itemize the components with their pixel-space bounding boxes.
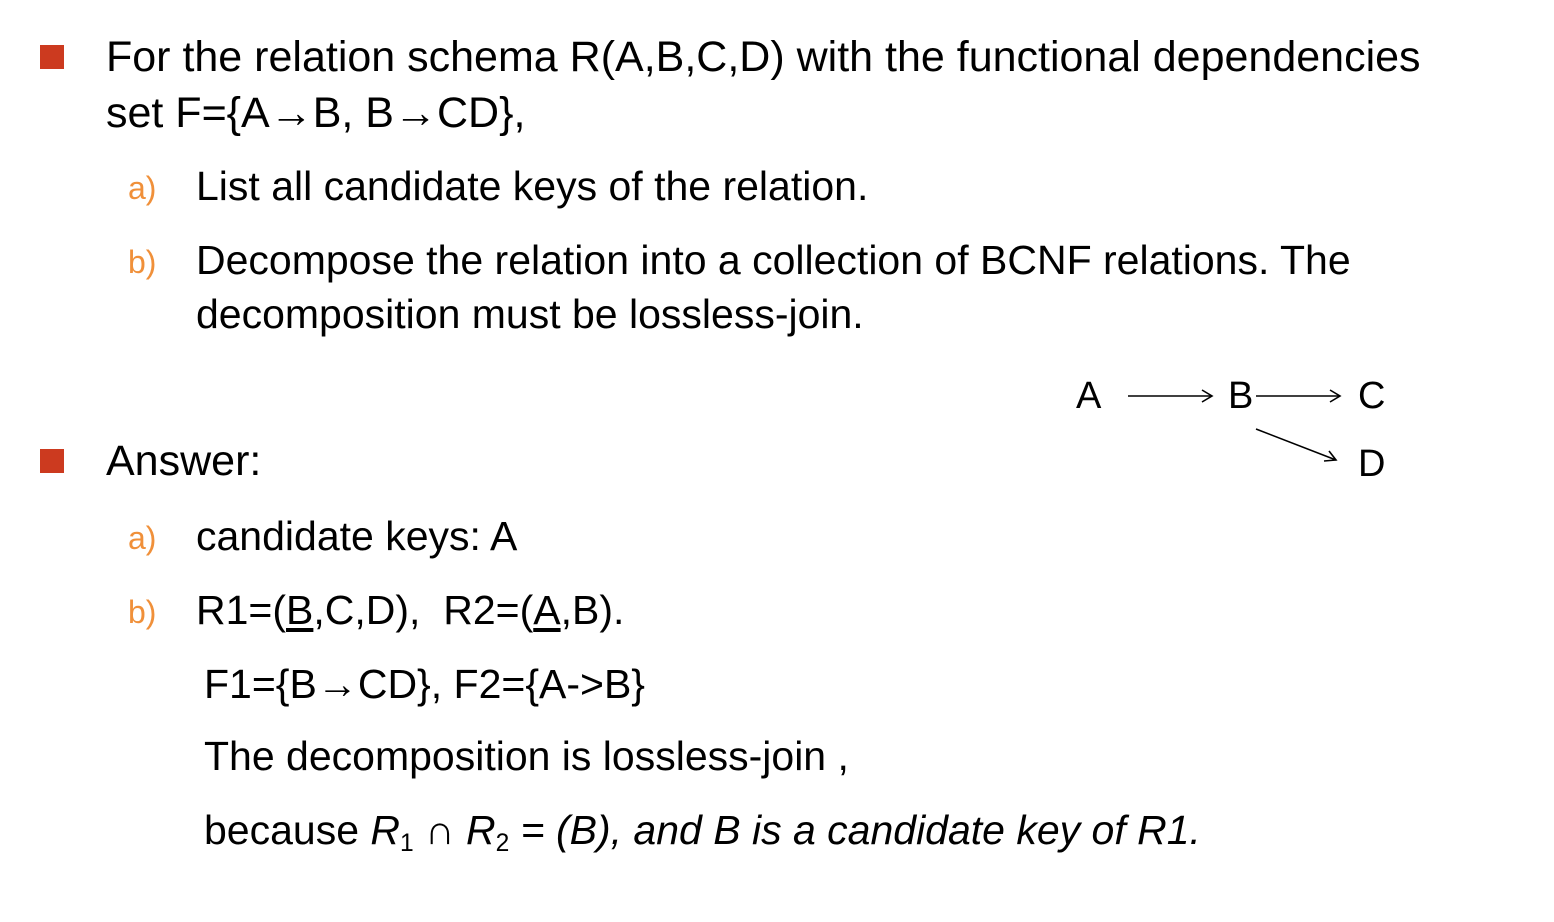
answer-b-relations: R1=(B,C,D), R2=(A,B). — [196, 584, 624, 636]
because-rest: = (B), and B is a candidate key of R1. — [509, 807, 1201, 853]
item-b-label: b) — [128, 244, 157, 280]
arrow-b-d — [1255, 428, 1337, 461]
diagram-node-a: A — [1076, 375, 1102, 417]
diagram-node-c: C — [1358, 375, 1386, 417]
question-line-1: For the relation schema R(A,B,C,D) with … — [106, 33, 1421, 81]
diagram-node-b: B — [1228, 375, 1254, 417]
diagram-arrows — [1128, 389, 1342, 462]
r2-symbol: R2 — [465, 807, 510, 857]
item-b-text-2: decomposition must be lossless-join. — [196, 291, 864, 337]
r1-key: B — [286, 587, 314, 633]
answer-b-label: b) — [128, 594, 157, 630]
r1-symbol: R1 — [370, 807, 414, 857]
r2-prefix: R2=( — [443, 587, 534, 633]
r2-rest: ,B). — [560, 587, 625, 633]
answer-b-lossless: The decomposition is lossless-join , — [204, 733, 849, 779]
item-a-label: a) — [128, 170, 157, 206]
item-a-text: List all candidate keys of the relation. — [196, 163, 869, 209]
bullet-question — [40, 45, 64, 69]
item-b-text-1: Decompose the relation into a collection… — [196, 237, 1351, 283]
dependency-diagram: A B C D — [1060, 370, 1420, 490]
r2-key: A — [533, 587, 561, 633]
intersection-symbol: ∩ — [413, 807, 466, 853]
bullet-answer — [40, 449, 64, 473]
because-word: because — [204, 807, 371, 853]
question-line-2: set F={A→B, B→CD}, — [106, 89, 526, 137]
diagram-node-d: D — [1358, 443, 1386, 485]
r1-rest: ,C,D), — [313, 587, 421, 633]
answer-a-label: a) — [128, 520, 157, 556]
answer-b-because: because R1 ∩ R2 = (B), and B is a candid… — [204, 804, 1201, 856]
answer-title: Answer: — [106, 437, 262, 485]
answer-b-fds: F1={B→CD}, F2={A->B} — [204, 661, 645, 707]
r1-prefix: R1=( — [196, 587, 287, 633]
answer-a-text: candidate keys: A — [196, 513, 518, 559]
